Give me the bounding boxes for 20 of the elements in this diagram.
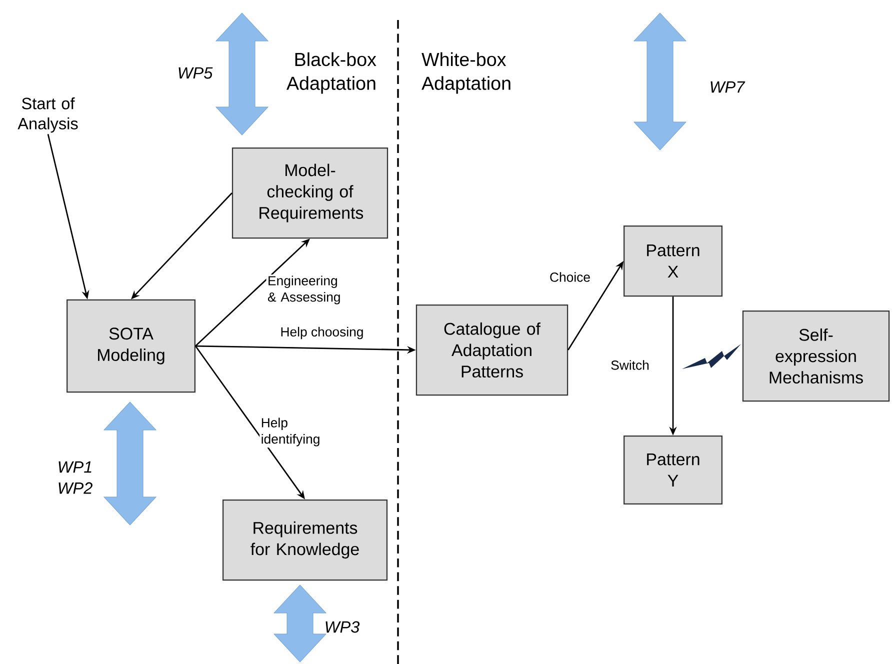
start-label: Start of Analysis	[18, 97, 78, 133]
edge-label: Help choosing	[278, 326, 366, 340]
section-heading: White-box Adaptation	[422, 52, 510, 94]
process-box: Model-checking of Requirements	[232, 147, 388, 239]
process-box: Requirements for Knowledge	[222, 499, 388, 581]
work-package-label: WP1	[58, 461, 92, 473]
work-package-label: WP5	[178, 67, 213, 79]
work-package-label: WP2	[58, 482, 92, 494]
process-box: Pattern X	[624, 225, 722, 297]
edge-label: Help identifying	[260, 416, 326, 448]
process-box: Self-expression Mechanisms	[742, 310, 890, 402]
process-box: Catalogue of Adaptation Patterns	[416, 304, 568, 396]
work-package-label: WP7	[710, 81, 746, 93]
process-box: Pattern Y	[624, 436, 722, 504]
work-package-label: WP3	[326, 621, 360, 633]
edge-label: Switch	[609, 358, 651, 372]
section-heading: Black-box Adaptation	[286, 52, 376, 94]
edge-label: Choice	[548, 270, 592, 284]
process-box: SOTA Modeling	[66, 299, 196, 393]
edge-label: Engineering & Assessing	[266, 274, 351, 306]
